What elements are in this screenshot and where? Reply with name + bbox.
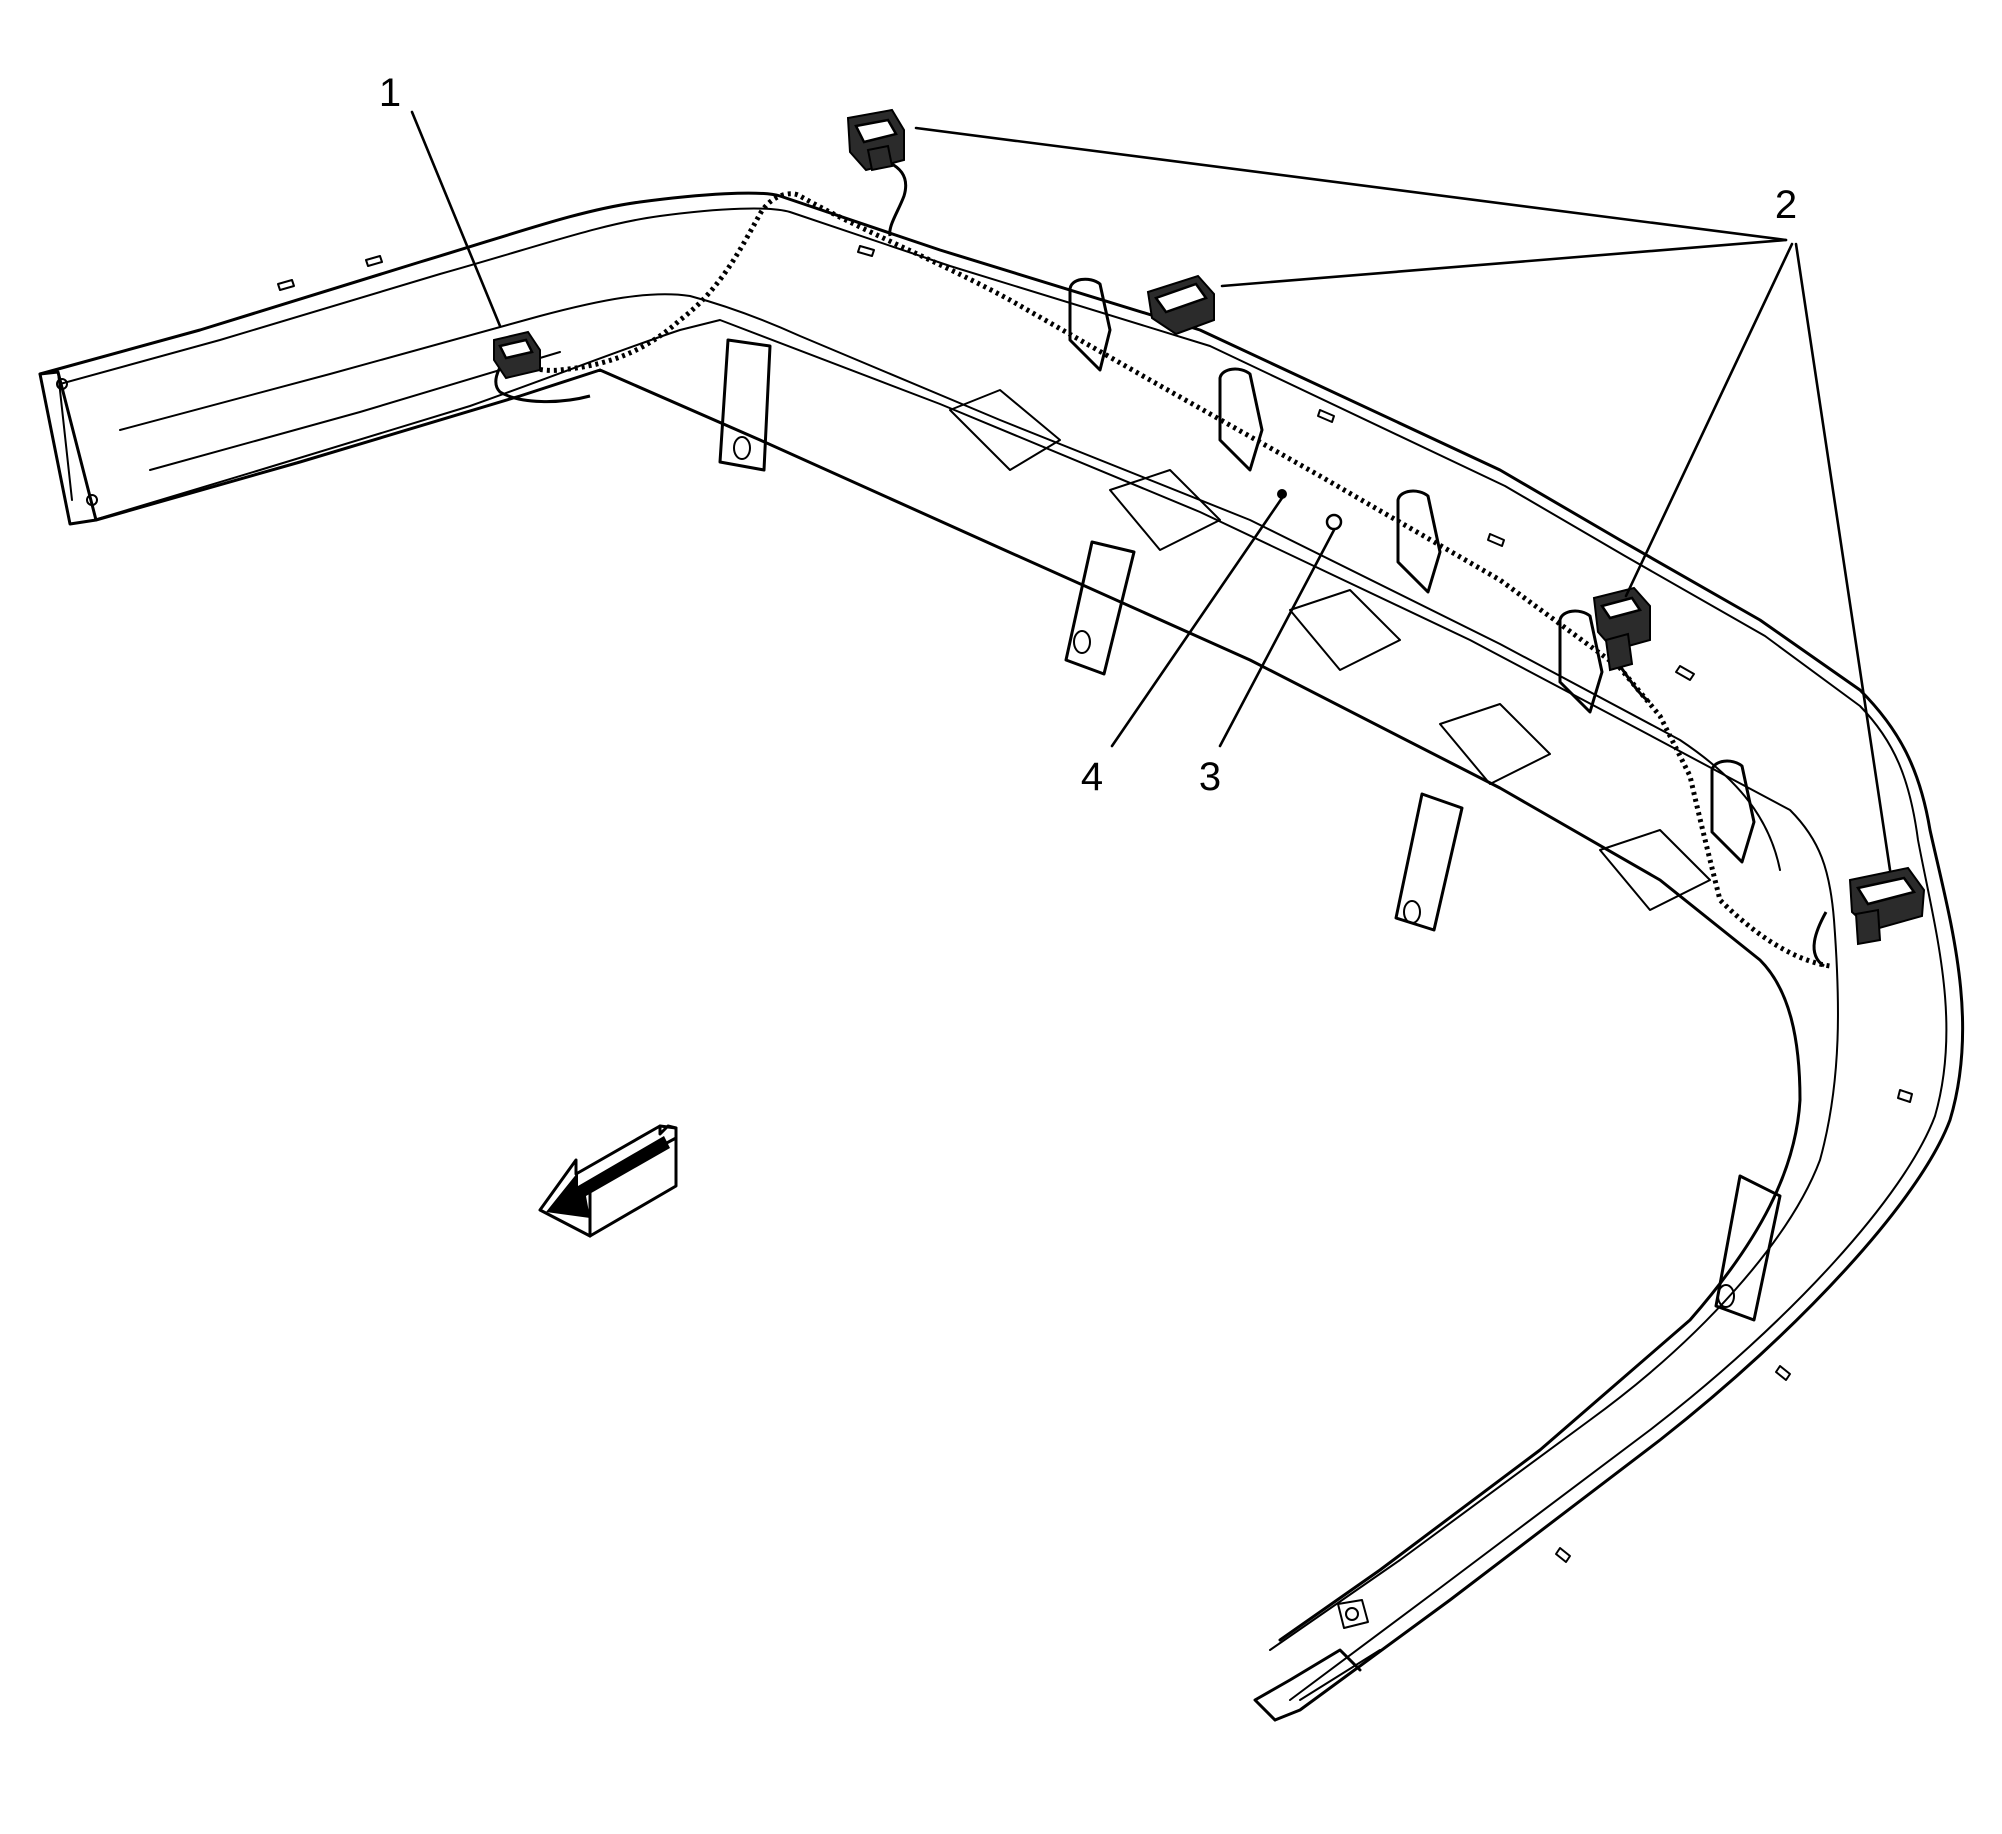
- leader-lines: [410, 110, 1892, 872]
- park-assist-sensor-1: [846, 108, 905, 172]
- harness-marker-3: [1325, 513, 1343, 531]
- absorber-ribs: [949, 277, 1756, 911]
- front-direction-arrow-icon: [538, 1124, 678, 1238]
- object-sensor-1: [493, 330, 541, 380]
- callout-4: 4: [1081, 755, 1103, 799]
- mounting-tabs: [718, 338, 1782, 1322]
- bumper-fascia: [38, 191, 1965, 1722]
- wiring-harness: [494, 156, 1831, 969]
- callout-1: 1: [379, 71, 401, 115]
- park-assist-sensor-4: [1848, 866, 1926, 946]
- park-assist-sensor-2: [1146, 274, 1215, 336]
- callout-3: 3: [1199, 755, 1221, 799]
- harness-marker-4: [1277, 489, 1287, 499]
- park-assist-sensor-3: [1592, 586, 1651, 672]
- callout-2: 2: [1775, 183, 1797, 227]
